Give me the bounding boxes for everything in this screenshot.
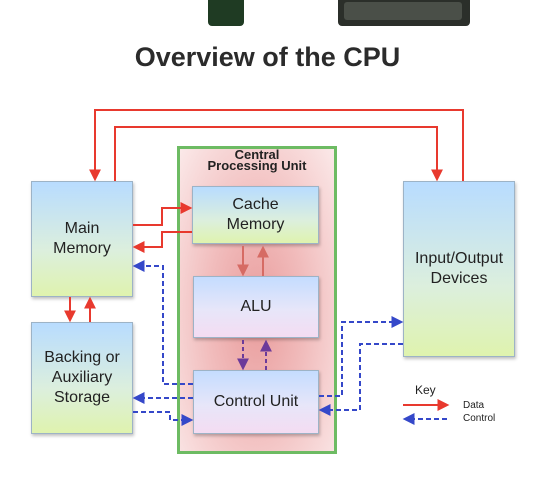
- control-unit-box: Control Unit: [193, 370, 319, 434]
- key-data-label: Data: [463, 400, 485, 411]
- key-title: Key: [415, 383, 436, 397]
- io-devices-box: Input/Output Devices: [403, 181, 515, 357]
- cpu-label: Central Processing Unit: [207, 147, 307, 173]
- backing-storage-box: Backing or Auxiliary Storage: [31, 322, 133, 434]
- cache-memory-box: Cache Memory: [192, 186, 319, 244]
- alu-box: ALU: [193, 276, 319, 338]
- main-memory-box: Main Memory: [31, 181, 133, 297]
- cpu-chip-image-right: [338, 0, 470, 26]
- cpu-chip-image-left: [208, 0, 244, 26]
- key-control-label: Control: [463, 413, 496, 424]
- diagram-title: Overview of the CPU: [134, 42, 401, 72]
